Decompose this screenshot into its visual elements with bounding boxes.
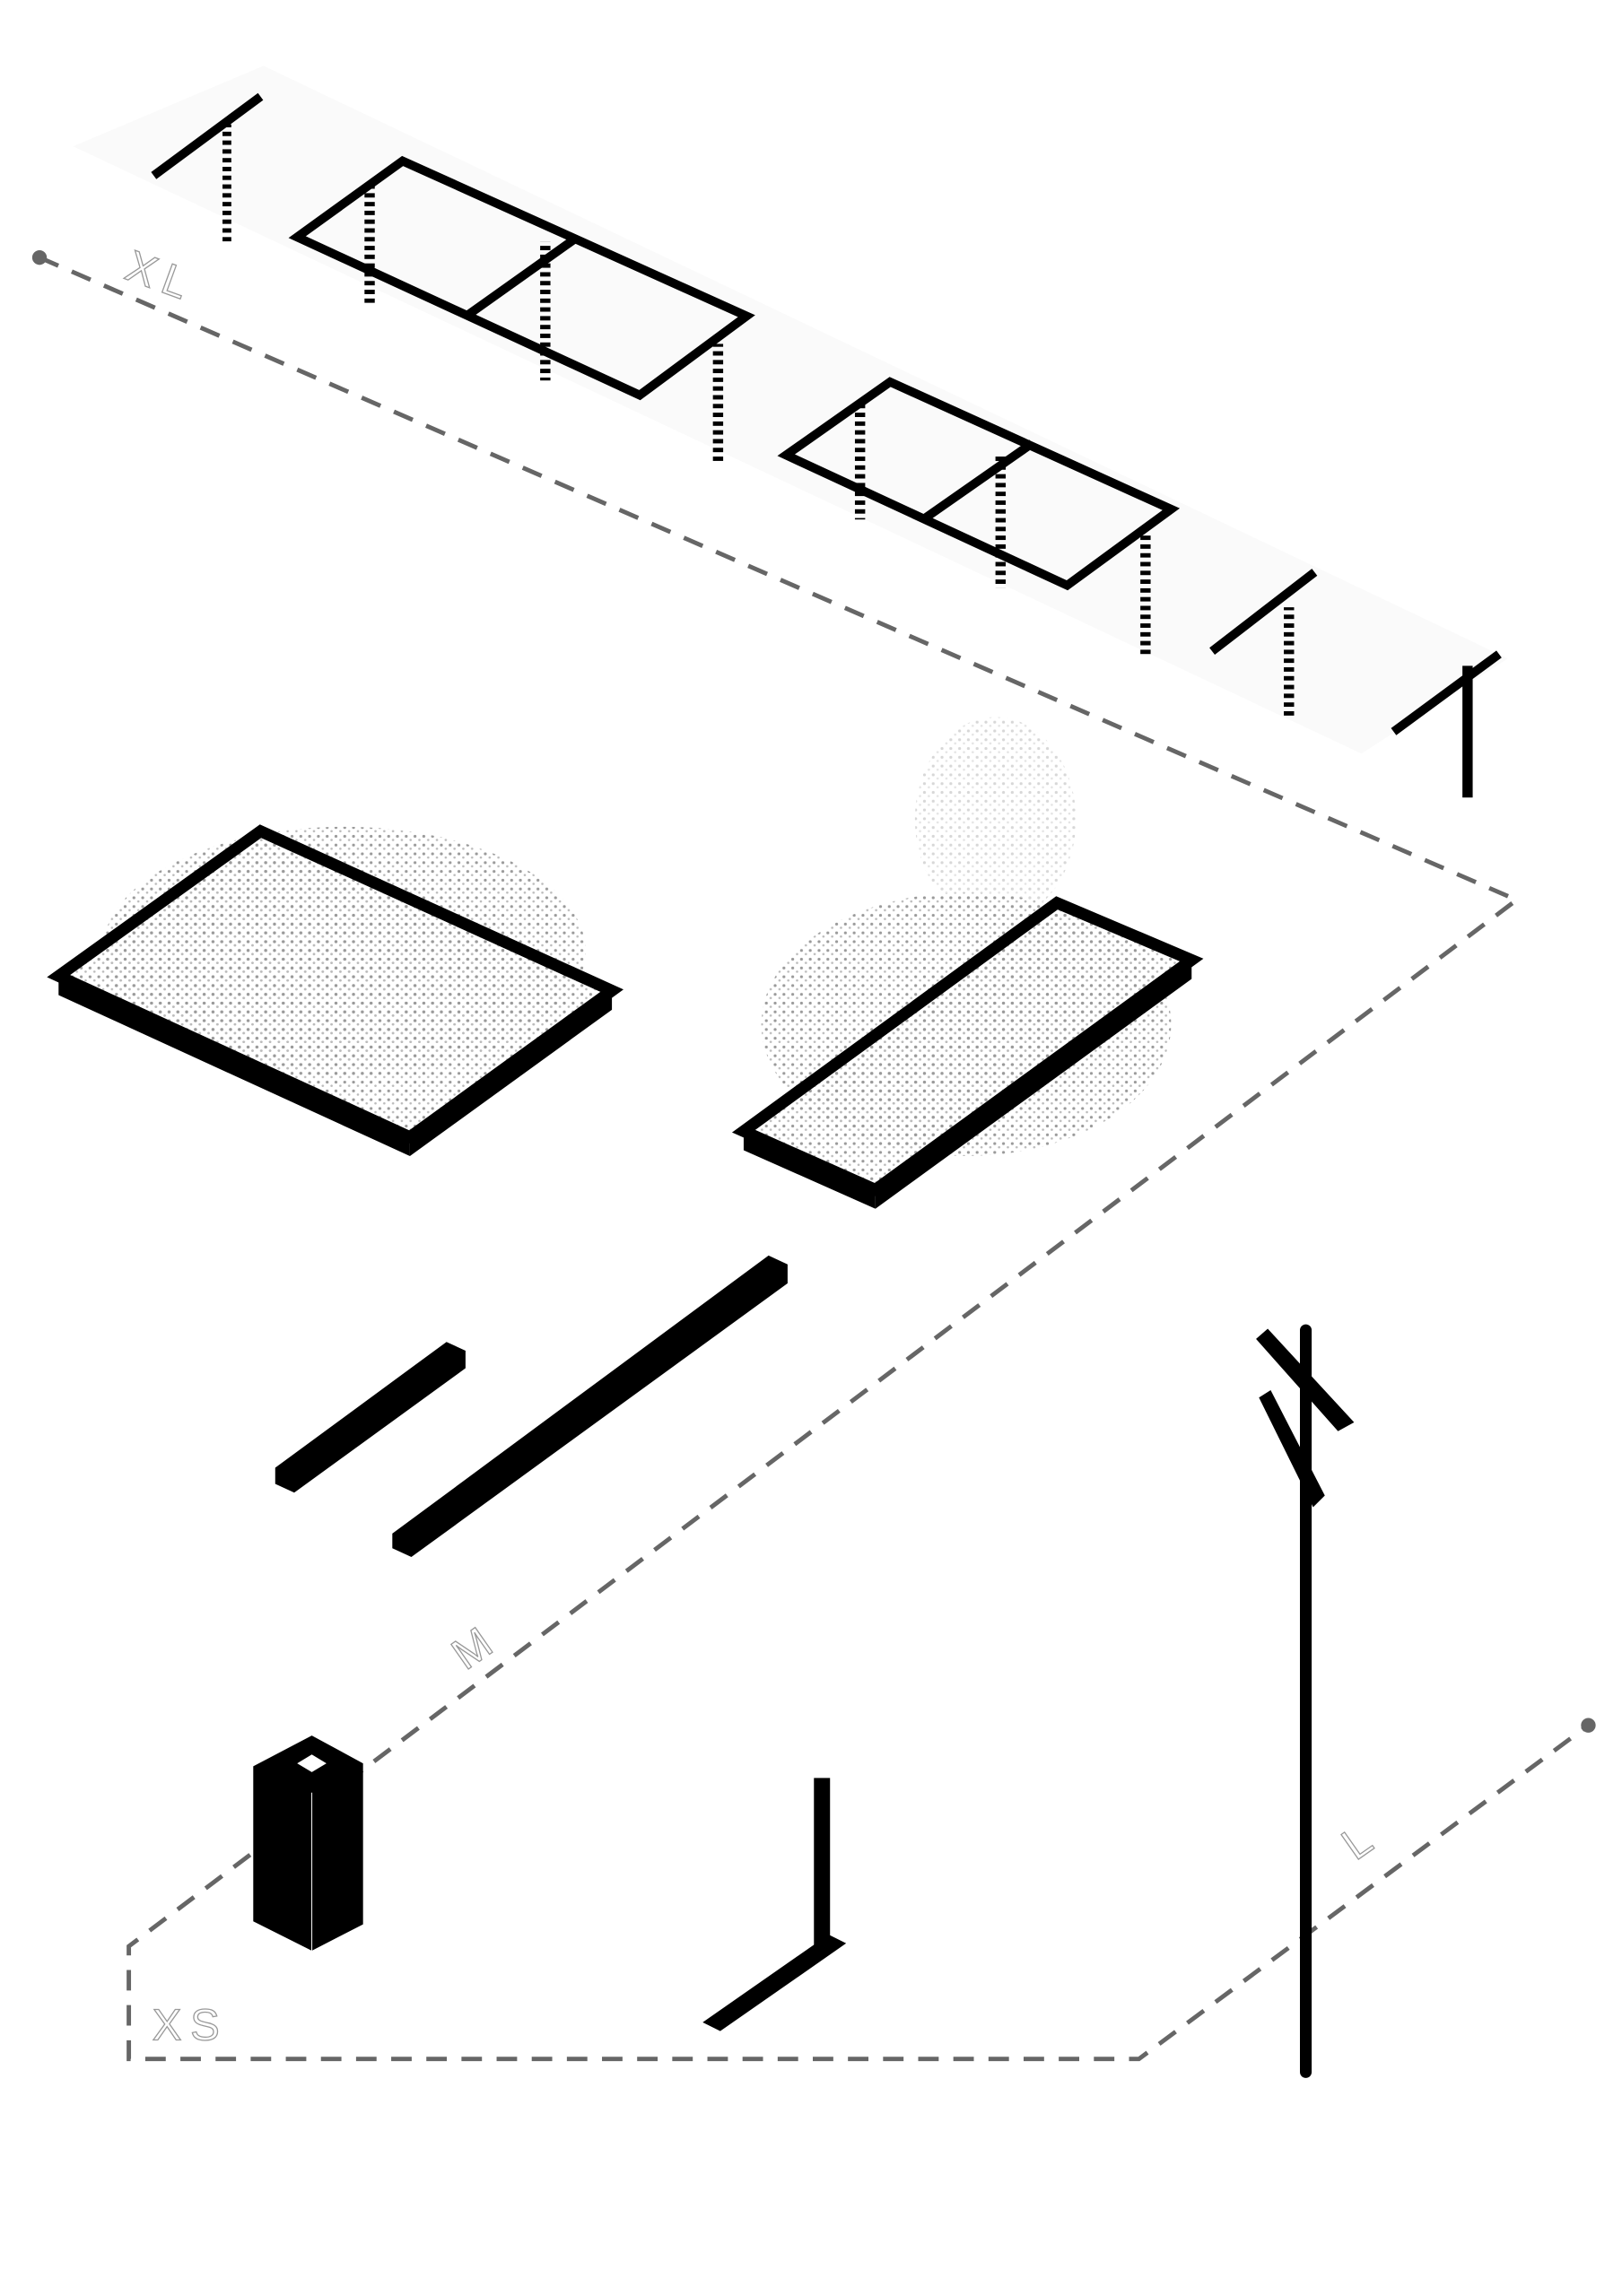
label-l: L [1333, 1811, 1388, 1869]
pergola-frames [151, 92, 1502, 735]
boundary-start-dot [31, 250, 48, 265]
bench-short [275, 1342, 466, 1493]
pergola-posts [222, 124, 1295, 718]
shower-post [702, 1778, 847, 2031]
planter-right [731, 717, 1204, 1209]
boundary-end-dot [1581, 1718, 1596, 1733]
zone-boundary [31, 250, 1596, 2062]
litter-bin [253, 1735, 363, 1951]
bench-long [392, 1255, 788, 1558]
planter-left [47, 824, 624, 1156]
label-xs: XS [153, 2001, 229, 2049]
pergola [73, 65, 1508, 798]
lamp-post [1256, 1324, 1355, 2078]
label-xl: XL [119, 242, 203, 312]
